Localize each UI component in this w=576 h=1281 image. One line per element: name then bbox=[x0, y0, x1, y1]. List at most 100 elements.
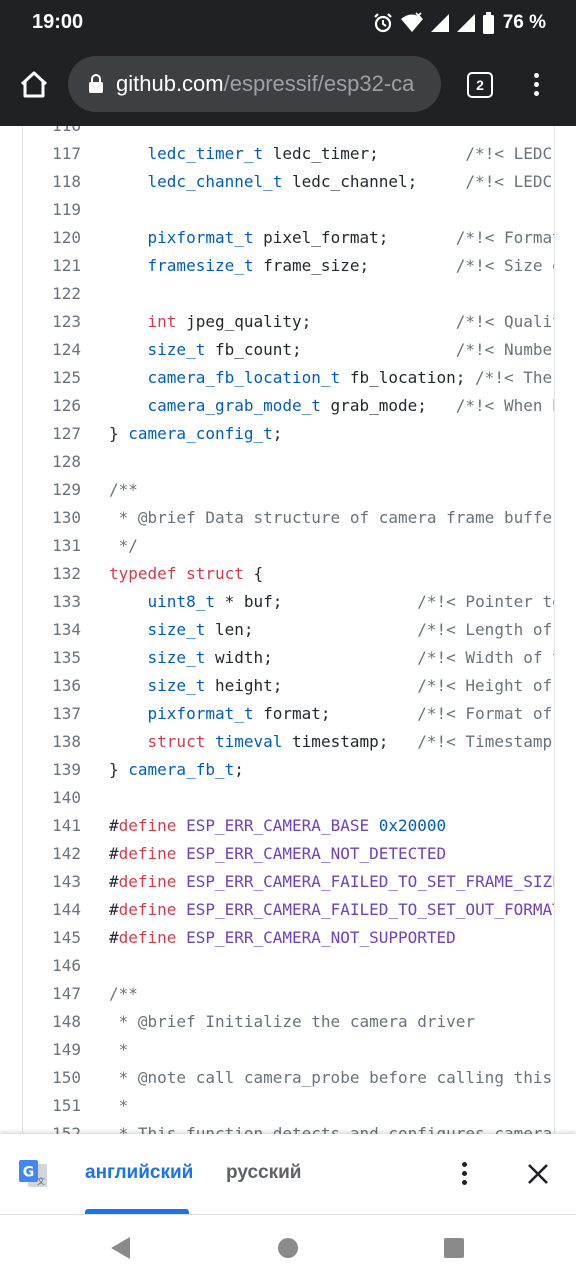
code-text: struct timeval timestamp; /*!< Timestamp… bbox=[147, 732, 553, 751]
line-number[interactable]: 144 bbox=[52, 900, 81, 919]
code-line: 139} camera_fb_t; bbox=[23, 756, 554, 784]
system-nav-bar bbox=[0, 1214, 576, 1281]
line-number[interactable]: 130 bbox=[52, 508, 81, 527]
browser-menu-button[interactable] bbox=[526, 70, 546, 102]
line-number[interactable]: 133 bbox=[52, 592, 81, 611]
line-number[interactable]: 135 bbox=[52, 648, 81, 667]
line-number[interactable]: 124 bbox=[52, 340, 81, 359]
close-icon[interactable] bbox=[524, 1160, 552, 1188]
home-nav-icon[interactable] bbox=[277, 1235, 299, 1261]
line-number[interactable]: 149 bbox=[52, 1040, 81, 1059]
svg-text:文: 文 bbox=[37, 1176, 45, 1186]
code-line: 127 } camera_config_t; bbox=[23, 420, 554, 448]
status-bar: 19:00 76 % bbox=[0, 0, 576, 46]
line-number[interactable]: 146 bbox=[52, 956, 81, 975]
line-number[interactable]: 117 bbox=[52, 144, 81, 163]
line-number[interactable]: 120 bbox=[52, 228, 81, 247]
code-text: * This function detects and configures c… bbox=[118, 1124, 553, 1134]
line-number[interactable]: 137 bbox=[52, 704, 81, 723]
line-number[interactable]: 138 bbox=[52, 732, 81, 751]
code-text: #define ESP_ERR_CAMERA_NOT_DETECTED bbox=[109, 844, 447, 863]
url-path: /espressif/esp32-ca bbox=[223, 71, 415, 96]
line-number[interactable]: 118 bbox=[52, 172, 81, 191]
code-line: 142 #define ESP_ERR_CAMERA_NOT_DETECTED bbox=[23, 840, 554, 868]
code-text: size_t len; /*!< Length of the buffer in… bbox=[147, 620, 553, 639]
code-text: #define ESP_ERR_CAMERA_NOT_SUPPORTED bbox=[109, 928, 456, 947]
code-line: 130 * @brief Data structure of camera fr… bbox=[23, 504, 554, 532]
line-number[interactable]: 125 bbox=[52, 368, 81, 387]
code-line: 122 bbox=[23, 280, 554, 308]
code-line: 119 bbox=[23, 196, 554, 224]
google-translate-icon[interactable]: G 文 bbox=[17, 1158, 49, 1190]
code-line: 131 */ bbox=[23, 532, 554, 560]
code-line: 118 ledc_channel_t ledc_channel; /*!< LE… bbox=[23, 168, 554, 196]
line-number[interactable]: 136 bbox=[52, 676, 81, 695]
line-number[interactable]: 121 bbox=[52, 256, 81, 275]
code-text: pixformat_t pixel_format; /*!< Format of… bbox=[147, 228, 554, 247]
line-number[interactable]: 147 bbox=[52, 984, 81, 1003]
code-text: } camera_config_t; bbox=[109, 424, 283, 443]
code-text: /** bbox=[109, 984, 138, 1003]
line-number[interactable]: 127 bbox=[52, 424, 81, 443]
source-language-tab[interactable]: английский bbox=[85, 1162, 194, 1183]
code-text: camera_fb_location_t fb_location; /*!< T… bbox=[147, 368, 553, 387]
code-line: 117 ledc_timer_t ledc_timer; /*!< LEDC t… bbox=[23, 140, 554, 168]
line-number[interactable]: 123 bbox=[52, 312, 81, 331]
code-text: typedef struct { bbox=[109, 564, 264, 583]
line-number[interactable]: 119 bbox=[52, 200, 81, 219]
kebab-dot-icon bbox=[461, 1162, 467, 1167]
wifi-icon bbox=[400, 12, 424, 34]
code-line: 140 bbox=[23, 784, 554, 812]
code-text: #define ESP_ERR_CAMERA_BASE 0x20000 bbox=[109, 816, 447, 835]
kebab-dot-icon bbox=[461, 1171, 467, 1176]
recents-icon[interactable] bbox=[443, 1235, 465, 1261]
line-number[interactable]: 148 bbox=[52, 1012, 81, 1031]
line-number[interactable]: 128 bbox=[52, 452, 81, 471]
code-text: * bbox=[109, 1096, 129, 1115]
line-number[interactable]: 151 bbox=[52, 1096, 81, 1115]
line-number[interactable]: 132 bbox=[52, 564, 81, 583]
target-language-tab[interactable]: русский bbox=[226, 1162, 302, 1183]
status-icons: 76 % bbox=[372, 9, 546, 37]
code-line: 137 pixformat_t format; /*!< Format of t… bbox=[23, 700, 554, 728]
line-number[interactable]: 141 bbox=[52, 816, 81, 835]
code-line: 146 bbox=[23, 952, 554, 980]
code-line: 125 camera_fb_location_t fb_location; /*… bbox=[23, 364, 554, 392]
line-number[interactable]: 140 bbox=[52, 788, 81, 807]
line-number[interactable]: 116 bbox=[23, 126, 81, 140]
code-text: size_t width; /*!< Width of the buffer i… bbox=[147, 648, 554, 667]
back-icon[interactable] bbox=[109, 1235, 133, 1261]
line-number[interactable]: 134 bbox=[52, 620, 81, 639]
tab-switcher-button[interactable]: 2 bbox=[467, 72, 493, 98]
code-line: 150 * @note call camera_probe before cal… bbox=[23, 1064, 554, 1092]
svg-text:G: G bbox=[23, 1165, 35, 1181]
line-number[interactable]: 145 bbox=[52, 928, 81, 947]
address-bar[interactable]: github.com/espressif/esp32-ca bbox=[68, 56, 441, 112]
line-number[interactable]: 129 bbox=[52, 480, 81, 499]
code-text: uint8_t * buf; /*!< Pointer to the pixel… bbox=[147, 592, 554, 611]
line-number[interactable]: 139 bbox=[52, 760, 81, 779]
line-number[interactable]: 143 bbox=[52, 872, 81, 891]
code-line: 128 bbox=[23, 448, 554, 476]
code-line: 143#define ESP_ERR_CAMERA_FAILED_TO_SET_… bbox=[23, 868, 554, 896]
line-number[interactable]: 150 bbox=[52, 1068, 81, 1087]
kebab-dot-icon bbox=[533, 91, 539, 96]
kebab-dot-icon bbox=[533, 82, 539, 87]
line-number[interactable]: 131 bbox=[52, 536, 81, 555]
home-button[interactable] bbox=[14, 65, 54, 105]
code-line: 126 camera_grab_mode_t grab_mode; /*!< W… bbox=[23, 392, 554, 420]
translate-bar: G 文 английский русский bbox=[0, 1134, 576, 1214]
cell-signal-icon bbox=[430, 13, 450, 33]
line-number[interactable]: 122 bbox=[52, 284, 81, 303]
line-number[interactable]: 126 bbox=[52, 396, 81, 415]
line-number[interactable]: 152 bbox=[52, 1124, 81, 1134]
code-line: 132 typedef struct { bbox=[23, 560, 554, 588]
line-number[interactable]: 142 bbox=[52, 844, 81, 863]
code-text: * @brief Initialize the camera driver bbox=[109, 1012, 476, 1031]
translate-menu-button[interactable] bbox=[454, 1160, 474, 1188]
code-text: */ bbox=[109, 536, 138, 555]
code-line: 144#define ESP_ERR_CAMERA_FAILED_TO_SET_… bbox=[23, 896, 554, 924]
code-view[interactable]: 116117 ledc_timer_t ledc_timer; /*!< LED… bbox=[22, 126, 555, 1134]
code-line: 120 pixformat_t pixel_format; /*!< Forma… bbox=[23, 224, 554, 252]
alarm-icon bbox=[372, 12, 394, 34]
